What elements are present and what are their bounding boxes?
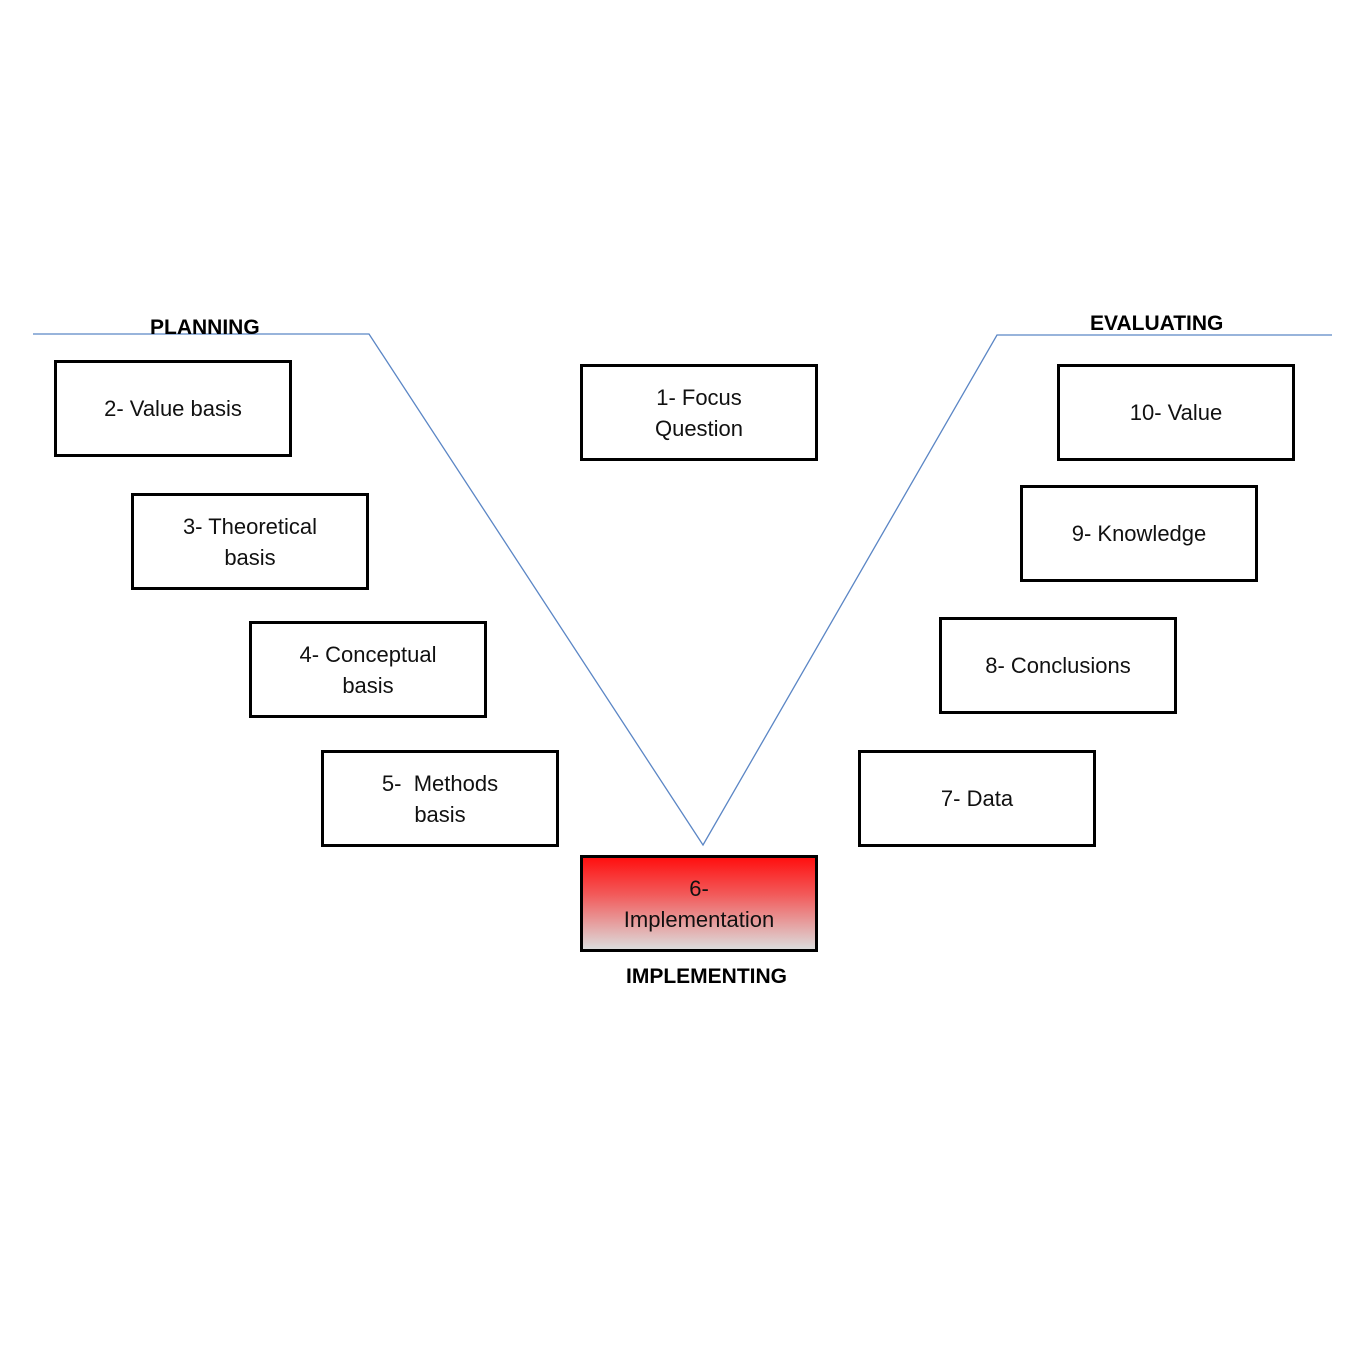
box-methods-basis: 5- Methods basis bbox=[321, 750, 559, 847]
box-implementation: 6- Implementation bbox=[580, 855, 818, 952]
box-value: 10- Value bbox=[1057, 364, 1295, 461]
box-focus-question: 1- Focus Question bbox=[580, 364, 818, 461]
box-theoretical-basis: 3- Theoretical basis bbox=[131, 493, 369, 590]
vee-outline-path bbox=[33, 333, 1332, 847]
planning-label: PLANNING bbox=[150, 316, 260, 339]
box-data: 7- Data bbox=[858, 750, 1096, 847]
box-conclusions: 8- Conclusions bbox=[939, 617, 1177, 714]
evaluating-label: EVALUATING bbox=[1090, 312, 1224, 335]
implementing-label: IMPLEMENTING bbox=[626, 965, 787, 988]
box-knowledge: 9- Knowledge bbox=[1020, 485, 1258, 582]
box-conceptual-basis: 4- Conceptual basis bbox=[249, 621, 487, 718]
box-value-basis: 2- Value basis bbox=[54, 360, 292, 457]
